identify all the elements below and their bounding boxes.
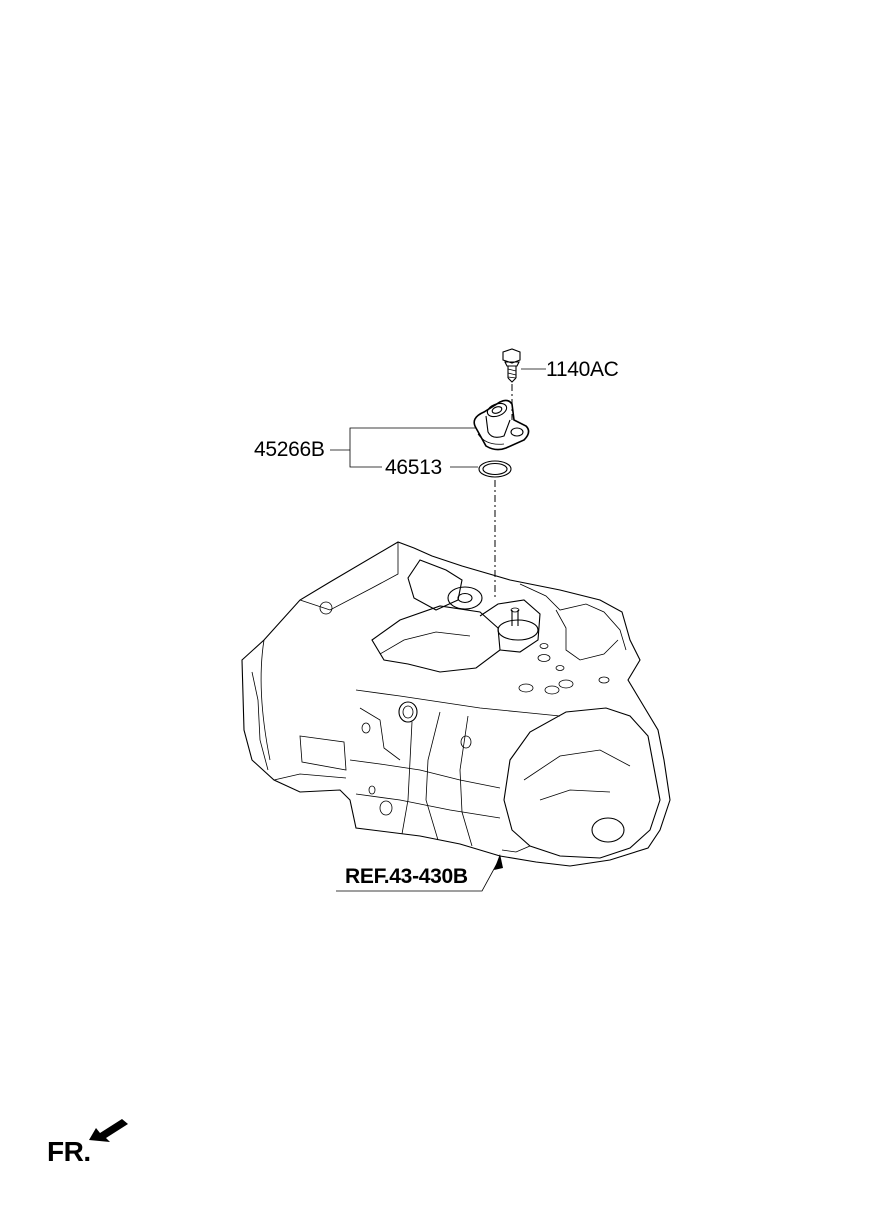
callout-bolt: 1140AC xyxy=(546,358,619,381)
callout-ring: 46513 xyxy=(385,456,442,479)
reference-leader xyxy=(336,854,503,892)
o-ring-part xyxy=(478,460,512,478)
callout-reference: REF.43-430B xyxy=(345,865,468,888)
filler-housing-part xyxy=(473,399,530,451)
front-direction-arrow-icon xyxy=(89,1119,128,1142)
callout-assembly: 45266B xyxy=(254,438,325,461)
bolt-part xyxy=(502,348,521,383)
front-label: FR. xyxy=(47,1136,91,1167)
bracket-leaders xyxy=(330,427,478,468)
transaxle-assembly xyxy=(241,541,671,867)
